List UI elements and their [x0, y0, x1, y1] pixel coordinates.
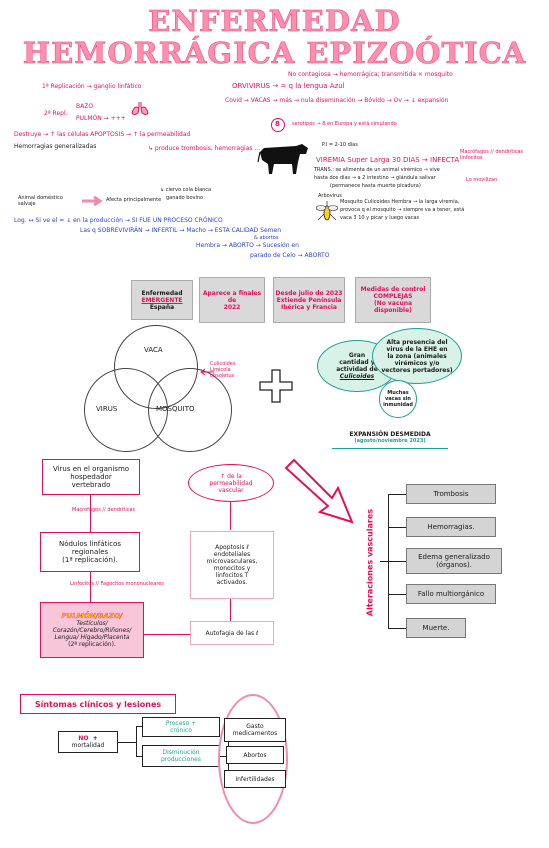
alteraciones-label: Alteraciones vasculares — [365, 508, 375, 617]
note-bazo: BAZO — [76, 103, 94, 110]
sintomas-proceso: Proceso + crónico — [142, 717, 220, 737]
note-orvivirus: ORVIVIRUS → = q la lengua Azul — [232, 82, 345, 90]
note-replicacion-ganglio: 1ª Replicación → ganglio linfático — [42, 83, 142, 90]
note-ciervo: ↳ ciervo cola blanca — [160, 187, 212, 193]
note-hembra: Hembra → ABORTO → Sucesión en — [196, 242, 299, 249]
venn-culicoides: Culicoides Límicola obsoletus — [210, 361, 236, 379]
note-viremia: VIREMIA Super Larga 30 DÍAS → INFECTA — [316, 156, 460, 164]
note-mosquito2: provoca q el mosquito → siempre va a ten… — [340, 207, 465, 213]
alteracion-trombosis: Trombosis — [406, 484, 496, 504]
flow-virus-organismo: Virus en el organismo hospedador vertebr… — [42, 459, 140, 495]
plus-icon — [259, 369, 293, 403]
title-line1: ENFERMEDAD — [148, 4, 401, 39]
serotipo-circle — [271, 118, 285, 132]
note-hemorragias: Hemorragias generalizadas — [14, 143, 97, 150]
flow-connector — [144, 634, 190, 635]
note-afecta: Afecta principalmente — [106, 197, 162, 203]
flow-small1: Macrófagos // dendríticas — [72, 507, 136, 513]
serotipo-number: 8 — [275, 120, 280, 128]
info-box-medidas: Medidas de control COMPLEJAS (No vacuna … — [355, 277, 431, 323]
title-line2: HEMORRÁGICA EPIZOÓTICA — [22, 36, 527, 71]
note-destruye: Destruye → ↑ las células APOPTOSIS → ↑ l… — [14, 131, 191, 138]
flow-connector — [90, 572, 91, 604]
note-parado: parado de Celo → ABORTO — [250, 252, 330, 259]
flow-nodulos: Nódulos linfáticos regionales (1ª replic… — [40, 532, 140, 572]
note-mosquito3: vaca 3 10 y picar y luego vacas — [340, 215, 420, 221]
venn-label-vaca: VACA — [144, 346, 163, 354]
sintomas-no-mortalidad: NO + mortalidad — [58, 731, 118, 753]
info-box-desde-julio: Desde julio de 2023 Extiende Península I… — [273, 277, 345, 323]
info-box-emergente: Enfermedad EMERGENTE España — [131, 280, 193, 320]
sintomas-infertilidades: Infertilidades — [224, 770, 286, 788]
bubble-muchas-vacas: Muchas vacas sin inmunidad — [379, 380, 417, 418]
sintomas-gasto: Gasto medicamentos — [224, 718, 286, 742]
note-mosquito: Mosquito Culicoides Hembra → la larga vi… — [340, 199, 460, 205]
note-replicacion2: 2ª Repl. — [44, 110, 68, 117]
note-domestico: Animal doméstico salvaje — [18, 195, 63, 207]
alteracion-muerte: Muerte. — [406, 618, 466, 638]
alteracion-edema: Edema generalizado (órganos). — [406, 548, 502, 574]
sintomas-disminucion: Disminución producciones — [142, 745, 220, 767]
sintomas-header: Síntomas clínicos y lesiones — [20, 694, 176, 714]
note-serotipos: serotipos → 8 en Europa y está circuland… — [292, 121, 397, 127]
sintomas-abortos: Abortos — [226, 746, 284, 764]
note-log: Log. ↔ Si ve el = ↓ en la producción → S… — [14, 217, 223, 224]
note-trombosis: ↳ produce trombosis, hemorragias ... — [148, 145, 261, 152]
venn-label-mosquito: MOSQUITO — [156, 405, 195, 413]
flow-permeabilidad: ↑ de la permeabilidad vascular — [188, 464, 274, 502]
big-arrow-icon — [284, 458, 354, 524]
flow-connector — [230, 502, 231, 530]
flow-organos: PULMÓN/BAZO/ Testículos/ Corazón/Cerebro… — [40, 602, 144, 658]
flow-connector — [90, 495, 91, 535]
arrow-right-icon — [82, 196, 103, 206]
sintomas-ellipse — [218, 694, 288, 824]
note-lamovilizan: Lo movilizan — [466, 177, 498, 183]
note-arbovirus: Arbovirus — [318, 193, 342, 199]
cow-icon — [257, 144, 308, 174]
lungs-icon — [131, 102, 149, 115]
alteracion-fallo: Fallo multiorgánico — [406, 584, 496, 604]
bubble-gran-cantidad: Gran cantidad y actividad de Culicoides — [317, 340, 397, 392]
note-transmision: TRANS.: se alimenta de un animal virémic… — [314, 167, 440, 173]
flow-connector — [230, 599, 231, 621]
arrow-left-icon — [200, 368, 214, 376]
flow-autofagia: Autofagia de las ℓ — [190, 621, 274, 645]
info-box-aparece: Aparece a finales de 2022 — [199, 277, 265, 323]
alteraciones-label-wrap: Alteraciones vasculares — [355, 480, 383, 650]
note-transmision2: hasta dos días → a 2 intestino → glándul… — [314, 175, 436, 181]
note-no-contagiosa: No contagiosa → hemorrágica; transmitida… — [288, 71, 453, 78]
note-ganado: ganado bovino — [166, 195, 204, 201]
venn-label-virus: VIRUS — [96, 405, 118, 413]
expansion-label: EXPANSIÓN DESMEDIDA (agosto/noviembre 20… — [332, 427, 448, 449]
note-covid-vacas: Covid → VACAS → más → nula diseminación … — [225, 97, 449, 104]
flow-apoptosis: Apoptosis ℓ endoteliales microvasculares… — [190, 531, 274, 599]
mosquito-icon — [316, 201, 338, 221]
flow-small2: Linfocitos // Fagocitos mononucleares — [70, 581, 164, 587]
note-pi: P.I = 2-10 días — [322, 142, 358, 148]
note-pulmon: PULMÓN → +++ — [76, 115, 126, 122]
bubble-alta-presencia: Alta presencia del virus de la EHE en la… — [372, 328, 462, 384]
note-sobreviviras: Las q SOBREVIVIRÁN → INFERTIL → Macho → … — [80, 227, 282, 234]
note-transmision3: (permanece hasta muerte picadura) — [330, 183, 421, 189]
note-macrofagos: Macrófagos // dendríticas linfocitos — [460, 149, 524, 161]
note-o-abortos: & abortos — [254, 235, 279, 241]
venn-circle-mosquito — [148, 368, 232, 452]
alteracion-hemorragias: Hemorragias. — [406, 517, 496, 537]
